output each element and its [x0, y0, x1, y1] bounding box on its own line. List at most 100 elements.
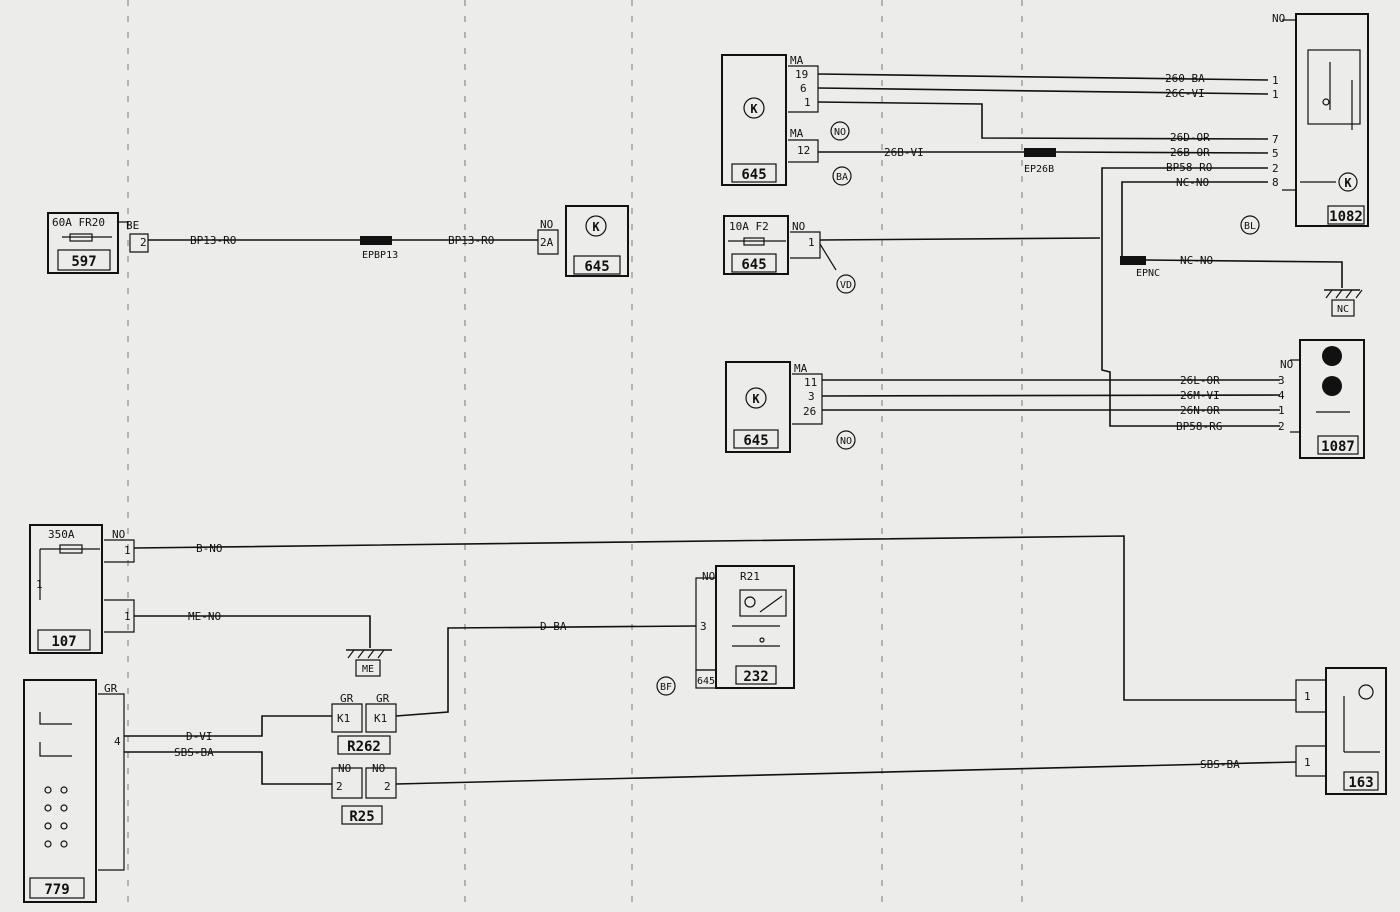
svg-text:VD: VD [840, 280, 852, 291]
component-645-a-symbol: K [592, 220, 600, 234]
component-1087-conn: NO [1280, 358, 1293, 371]
component-645-b-pin-19: 19 [795, 68, 808, 81]
wire-26b-vi: 26B-VI [884, 146, 924, 159]
wire-26b-or: 26B-OR [1170, 146, 1210, 159]
component-645-d-conn: MA [794, 362, 808, 375]
wire-26l-or: 26L-OR [1180, 374, 1220, 387]
splice-epbp13-mark [360, 236, 392, 245]
component-1087-pin-2: 2 [1278, 420, 1285, 433]
wire-sbs-ba-right: SBS-BA [1200, 758, 1240, 771]
component-1087-pin-3: 3 [1278, 374, 1285, 387]
component-r25-left-conn: NO [338, 762, 351, 775]
component-597-pin: 2 [140, 236, 147, 249]
wire-me-no: ME-NO [188, 610, 221, 623]
wire-26d-or: 26D-OR [1170, 131, 1210, 144]
component-r262-id: R262 [347, 739, 381, 755]
splice-epbp13: EPBP13 [362, 250, 398, 261]
component-r25-id: R25 [349, 809, 374, 825]
component-597-fuse: 60A FR20 [52, 216, 105, 229]
component-645-a: 2A NO K 645 [537, 205, 629, 277]
wire-d-vi: D-VI [186, 730, 213, 743]
component-645-a-id: 645 [584, 259, 609, 275]
component-597: 597 60A FR20 BE 2 [47, 212, 149, 274]
component-1082-pin-e: 2 [1272, 162, 1279, 175]
component-645-d-pin-11: 11 [804, 376, 817, 389]
component-r262-right-conn: GR [376, 692, 390, 705]
component-r25: NO 2 NO 2 R25 [331, 762, 397, 825]
ground-nc: NC [1324, 289, 1363, 317]
component-645-c-id: 645 [741, 257, 766, 273]
component-r262-right-pin: K1 [374, 712, 387, 725]
component-232-pin: 3 [700, 620, 707, 633]
splice-epnc: EPNC [1136, 268, 1160, 279]
marker-ba: BA [832, 166, 852, 186]
component-107-fuse: 350A [48, 528, 75, 541]
marker-bf: BF [656, 676, 676, 696]
marker-no-b: NO [836, 430, 856, 450]
component-779-id: 779 [44, 882, 69, 898]
wire-d-ba: D-BA [540, 620, 567, 633]
wire-bp13-ro-b: BP13-RO [448, 234, 494, 247]
component-597-conn: BE [126, 219, 139, 232]
wire-nc-no-b: NC-NO [1180, 254, 1213, 267]
wire-bp58-rg: BP58-RG [1176, 420, 1222, 433]
component-1082: NO 1 1 7 5 2 8 K 1082 [1272, 12, 1369, 227]
component-r25-right-pin: 2 [384, 780, 391, 793]
component-1082-pin-a: 1 [1272, 74, 1279, 87]
svg-text:NO: NO [834, 127, 846, 138]
component-645-d-pin-26: 26 [803, 405, 816, 418]
marker-no-a: NO [830, 121, 850, 141]
component-232-relay: R21 [740, 570, 760, 583]
component-107: 350A 1 107 NO 1 1 [29, 524, 135, 654]
wire-26n-or: 26N-OR [1180, 404, 1220, 417]
component-645-d-pin-3: 3 [808, 390, 815, 403]
component-107-id: 107 [51, 634, 76, 650]
component-597-id: 597 [71, 254, 96, 270]
wire-bp58-ro: BP58-RO [1166, 161, 1212, 174]
svg-text:BA: BA [836, 172, 848, 183]
component-779-conn: GR [104, 682, 118, 695]
ground-me: ME [346, 649, 392, 677]
component-645-b-pin-1: 1 [804, 96, 811, 109]
svg-text:BF: BF [660, 682, 672, 693]
component-107-pin-2: 1 [124, 610, 131, 623]
svg-text:NC: NC [1337, 304, 1349, 315]
component-1087-lamp-1 [1322, 346, 1342, 366]
component-645-b-conn1: MA [790, 54, 804, 67]
component-232: NO 3 R21 232 645 [695, 565, 795, 689]
component-232-id: 232 [743, 669, 768, 685]
component-645-b-conn2: MA [790, 127, 804, 140]
wire-26c-vi: 26C-VI [1165, 87, 1205, 100]
splice-ep26b-mark [1024, 148, 1056, 157]
component-107-internal: 1 [36, 578, 43, 591]
wire-nc-no-a: NC-NO [1176, 176, 1209, 189]
component-107-pin-1: 1 [124, 544, 131, 557]
component-1082-id: 1082 [1329, 209, 1363, 225]
component-645-b-symbol: K [750, 102, 758, 116]
component-163-pin-1: 1 [1304, 690, 1311, 703]
splice-epnc-mark [1120, 256, 1146, 265]
component-1082-pin-c: 7 [1272, 133, 1279, 146]
wire-260-ba: 260-BA [1165, 72, 1205, 85]
component-1082-pin-d: 5 [1272, 147, 1279, 160]
wire-sbs-ba-left: SBS-BA [174, 746, 214, 759]
component-645-b-pin-6: 6 [800, 82, 807, 95]
component-645-c: 10A F2 645 NO 1 [723, 215, 821, 275]
splice-ep26b: EP26B [1024, 164, 1054, 175]
component-779: 779 GR 4 [23, 679, 125, 903]
component-1087-id: 1087 [1321, 439, 1355, 455]
component-645-b-pin-12: 12 [797, 144, 810, 157]
component-107-conn: NO [112, 528, 125, 541]
component-r262-left-conn: GR [340, 692, 354, 705]
component-1087-pin-1: 1 [1278, 404, 1285, 417]
component-645-a-conn: NO [540, 218, 553, 231]
component-r25-left-pin: 2 [336, 780, 343, 793]
component-1082-pin-b: 1 [1272, 88, 1279, 101]
component-1087-pin-4: 4 [1278, 389, 1285, 402]
svg-text:BL: BL [1244, 221, 1256, 232]
component-645-b-id: 645 [741, 167, 766, 183]
wire-b-no: B-NO [196, 542, 223, 555]
svg-text:NO: NO [840, 436, 852, 447]
component-645-c-fuse: 10A F2 [729, 220, 769, 233]
